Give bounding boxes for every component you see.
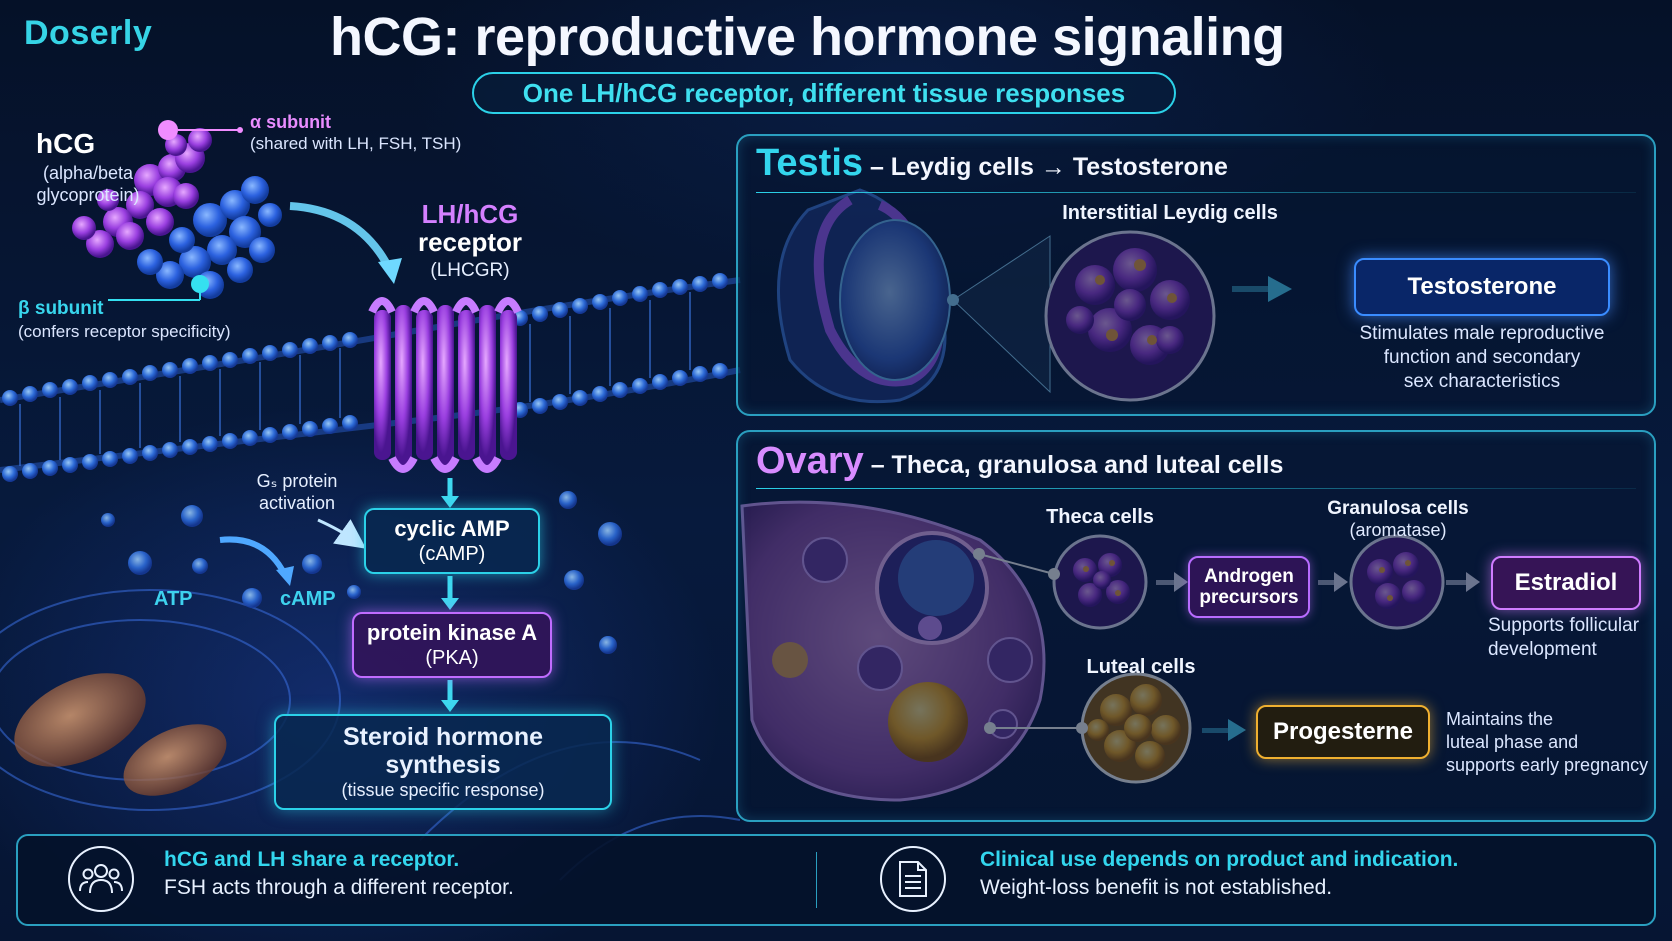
granulosa-cells-label: Granulosa cells — [1327, 498, 1469, 519]
gs-protein-line1: Gₛ protein — [256, 471, 338, 491]
people-group-icon — [68, 846, 134, 912]
ovary-panel — [736, 430, 1656, 822]
mitochondria — [14, 673, 227, 796]
estradiol-desc-line1: Supports follicular — [1488, 615, 1640, 636]
atp-camp-arrow — [219, 536, 288, 577]
people-group-icon-svg — [79, 864, 123, 894]
progesterone-box: Progesterne — [1256, 705, 1430, 759]
ovary-heading-rest: – Theca, granulosa and luteal cells — [863, 451, 1284, 479]
gs-protein-line2: activation — [258, 493, 336, 513]
ovary-heading: Ovary – Theca, granulosa and luteal cell… — [756, 440, 1283, 483]
footer-right-text: Clinical use depends on product and indi… — [980, 848, 1458, 900]
hcg-title: hCG — [36, 128, 96, 159]
granulosa-cells-sublabel: (aromatase) — [1349, 520, 1447, 540]
footer-right-body: Weight-loss benefit is not established. — [980, 876, 1333, 899]
receptor-title: LH/hCG receptor — [400, 200, 540, 256]
progesterone-desc-line2: luteal phase and — [1446, 732, 1579, 752]
estradiol-description: Supports follicular development — [1488, 614, 1658, 662]
receptor-abbreviation: (LHCGR) — [430, 260, 510, 281]
hcg-molecule — [72, 120, 282, 301]
alpha-subunit-label: α subunit — [250, 112, 332, 132]
atp-label: ATP — [154, 588, 193, 610]
beta-subunit-label: β subunit — [18, 298, 104, 319]
androgen-line2: precursors — [1199, 587, 1299, 608]
testis-heading: Testis – Leydig cells → Testosterone — [756, 142, 1228, 185]
testis-heading-rest: – Leydig cells → Testosterone — [863, 153, 1228, 181]
footer-right-heading: Clinical use depends on product and indi… — [980, 848, 1459, 871]
receptor-title-line2: receptor — [417, 227, 523, 257]
progesterone-label: Progesterne — [1272, 718, 1414, 745]
beta-subunit-description: (confers receptor specificity) — [18, 322, 231, 341]
luteal-cells-label: Luteal cells — [1086, 656, 1196, 678]
testosterone-desc-line2: function and secondary — [1383, 347, 1581, 368]
hcg-binding-arrow — [289, 202, 394, 272]
brand-logo: Doserly — [24, 14, 153, 52]
camp-box: cyclic AMP (cAMP) — [364, 508, 540, 574]
steroid-line2: synthesis — [385, 751, 501, 779]
bubbles — [101, 491, 622, 654]
pka-box-title: protein kinase A — [366, 620, 538, 645]
document-icon-svg — [899, 861, 927, 897]
receptor-title-line1: LH/hCG — [421, 199, 519, 229]
testis-heading-big: Testis — [756, 142, 864, 184]
ovary-heading-big: Ovary — [756, 440, 864, 482]
document-icon — [880, 846, 946, 912]
steroid-line3: (tissue specific response) — [341, 780, 545, 800]
ovary-heading-rule — [756, 488, 1636, 489]
testosterone-desc-line1: Stimulates male reproductive — [1359, 323, 1605, 344]
estradiol-desc-line2: development — [1488, 639, 1597, 660]
subtitle-pill: One LH/hCG receptor, different tissue re… — [472, 72, 1176, 114]
testosterone-desc-line3: sex characteristics — [1403, 371, 1561, 392]
camp-box-title: cyclic AMP — [394, 516, 510, 541]
cell-membrane — [0, 273, 741, 482]
testis-heading-rule — [756, 192, 1636, 193]
camp-box-subtitle: (cAMP) — [418, 543, 486, 565]
estradiol-box: Estradiol — [1491, 556, 1641, 610]
footer-panel — [16, 834, 1656, 926]
testosterone-description: Stimulates male reproductive function an… — [1336, 322, 1628, 394]
pka-box-subtitle: (PKA) — [425, 647, 479, 669]
pathway-arrows — [441, 478, 459, 712]
steroid-synthesis-box: Steroid hormone synthesis (tissue specif… — [274, 714, 612, 810]
progesterone-desc-line1: Maintains the — [1446, 709, 1554, 729]
camp-label: cAMP — [280, 588, 336, 610]
androgen-precursors-box: Androgen precursors — [1188, 556, 1310, 618]
footer-left-heading: hCG and LH share a receptor. — [164, 848, 460, 871]
subtitle-text: One LH/hCG receptor, different tissue re… — [522, 77, 1126, 108]
pka-box: protein kinase A (PKA) — [352, 612, 552, 678]
androgen-line1: Androgen — [1204, 566, 1294, 587]
gs-protein-label: Gₛ protein activation — [232, 470, 362, 514]
hcg-description: (alpha/beta glycoprotein) — [36, 163, 140, 205]
progesterone-desc-line3: supports early pregnancy — [1446, 755, 1649, 775]
footer-divider — [816, 852, 817, 908]
theca-cells-label: Theca cells — [1046, 506, 1154, 528]
gs-arrow — [317, 518, 367, 549]
alpha-subunit-description: (shared with LH, FSH, TSH) — [250, 134, 462, 153]
testosterone-box: Testosterone — [1354, 258, 1610, 316]
footer-left-body: FSH acts through a different receptor. — [164, 876, 514, 899]
footer-left-text: hCG and LH share a receptor. FSH acts th… — [164, 848, 514, 900]
steroid-line1: Steroid hormone — [342, 723, 543, 751]
page-title: hCG: reproductive hormone signaling — [330, 7, 1285, 67]
testosterone-label: Testosterone — [1407, 273, 1557, 300]
progesterone-description: Maintains the luteal phase and supports … — [1446, 708, 1650, 777]
leydig-cells-label: Interstitial Leydig cells — [1062, 202, 1278, 224]
estradiol-label: Estradiol — [1514, 569, 1618, 596]
lhcgr-receptor — [368, 297, 522, 473]
